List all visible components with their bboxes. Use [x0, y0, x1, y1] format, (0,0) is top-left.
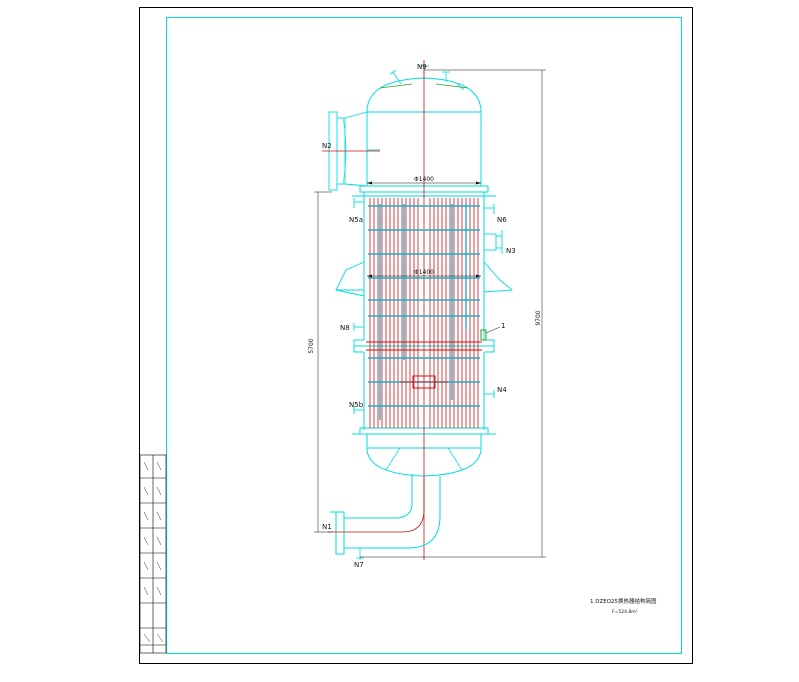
bottom-outlet-pipe — [330, 474, 441, 555]
top-diameter-dimension: Φ1400 — [414, 176, 434, 183]
dimension-arrows — [367, 181, 481, 278]
label-n6: N6 — [497, 216, 507, 224]
tie-rods — [379, 204, 467, 420]
top-head-ribs — [379, 83, 469, 89]
bottom-head-internals — [385, 447, 463, 471]
label-part-1: 1 — [501, 322, 505, 330]
red-bands — [366, 341, 482, 351]
baffles — [368, 205, 480, 407]
support-lugs — [335, 261, 514, 297]
label-n4: N4 — [497, 386, 507, 394]
label-n7: N7 — [354, 561, 364, 569]
mid-diameter-dimension: Φ1400 — [414, 269, 434, 276]
label-n5b: N5b — [349, 401, 364, 409]
label-n3: N3 — [506, 247, 516, 255]
title-block-line2: F=524.8m² — [612, 609, 638, 615]
dimension-lines — [314, 69, 546, 558]
total-height-dimension: 9700 — [535, 310, 542, 325]
label-n2: N2 — [322, 142, 332, 150]
label-n5a: N5a — [349, 216, 363, 224]
inner-frame — [166, 17, 682, 654]
tube-bundle — [369, 198, 479, 428]
revision-strip — [139, 454, 167, 654]
shell-length-dimension: 5700 — [308, 338, 315, 353]
n7-nozzle — [356, 548, 364, 560]
label-n9: N9 — [417, 63, 427, 71]
outlet-centerline — [328, 476, 425, 533]
title-block-line1: 1 DZEO25换热器结构简图 — [590, 597, 657, 605]
revision-strip-marks — [143, 461, 164, 643]
side-nozzles — [353, 198, 503, 414]
part-leader — [485, 326, 501, 334]
sight-glass — [480, 329, 487, 341]
label-n8: N8 — [340, 324, 350, 332]
outer-border — [139, 7, 693, 664]
label-n1: N1 — [322, 523, 332, 531]
